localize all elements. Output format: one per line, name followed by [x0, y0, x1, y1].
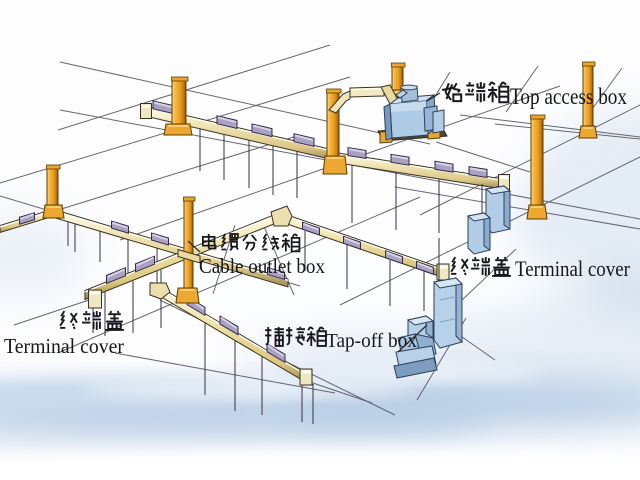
- svg-text:Terminal cover: Terminal cover: [4, 334, 124, 358]
- svg-text:Tap-off box: Tap-off box: [326, 330, 417, 352]
- svg-text:Top access box: Top access box: [510, 84, 627, 109]
- svg-text:Cable outlet box: Cable outlet box: [199, 254, 325, 278]
- svg-text:Terminal cover: Terminal cover: [515, 256, 631, 281]
